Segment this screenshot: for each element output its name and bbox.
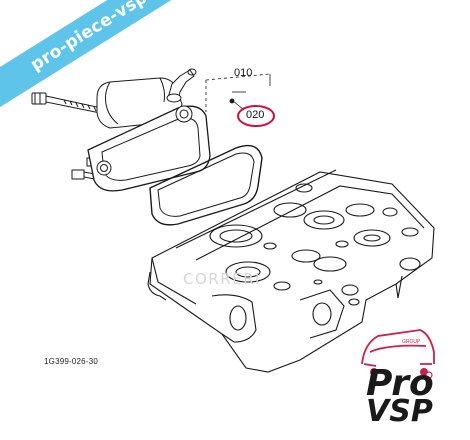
figure-code: 1G399-026-30 <box>44 357 98 366</box>
callout-assembly-label: 010 <box>234 67 253 79</box>
gasket <box>149 144 263 226</box>
gasket-callout-highlight <box>237 105 275 127</box>
logo-group-text: GROUP <box>402 339 421 345</box>
water-outlet-housing <box>87 68 211 192</box>
provsp-car-icon <box>361 329 435 379</box>
faint-watermark-text: CORRERI <box>183 270 261 288</box>
logo-pro-text: Pro <box>366 363 434 404</box>
callout-gasket-label: 020 <box>246 109 265 121</box>
logo-vsp-text: VSP <box>366 394 433 429</box>
cylinder-head <box>147 169 435 373</box>
